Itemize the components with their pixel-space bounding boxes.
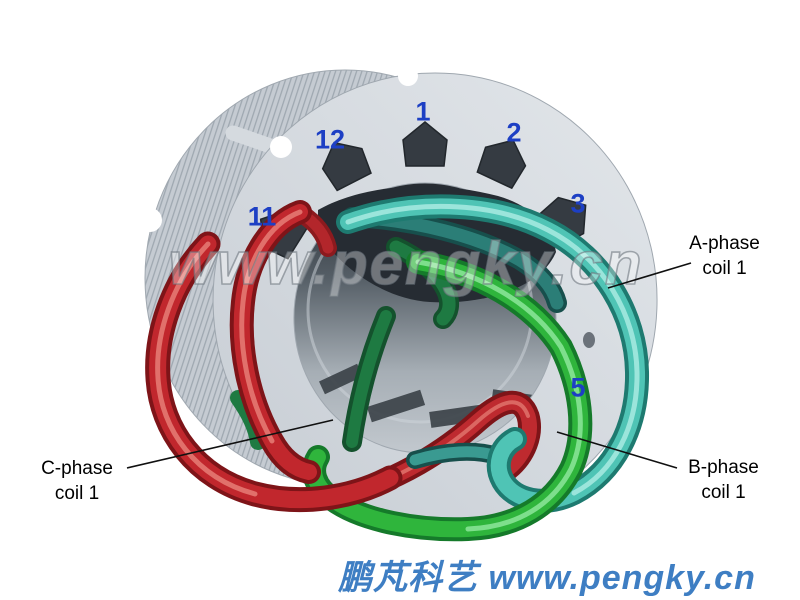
slot-number-2: 2: [506, 117, 522, 148]
label-b-phase-line1: B-phase: [688, 457, 759, 478]
label-a-phase-line1: A-phase: [689, 233, 760, 254]
label-a-phase-coil-1: A-phase coil 1: [662, 231, 787, 281]
slot-number-12: 12: [314, 124, 346, 155]
coil-c-phase: [145, 200, 403, 513]
label-b-phase-coil-1: B-phase coil 1: [661, 455, 786, 505]
rivet-hole-right: [583, 332, 595, 348]
leader-line-c-phase: [126, 419, 334, 469]
label-c-phase-line1: C-phase: [41, 458, 113, 479]
leader-line-a-phase: [607, 262, 692, 289]
label-c-phase-coil-1: C-phase coil 1: [7, 456, 147, 506]
slot-12: [321, 141, 372, 192]
slot-number-3: 3: [570, 188, 586, 219]
label-a-phase-line2: coil 1: [702, 258, 747, 279]
leader-lines: [126, 262, 692, 469]
leader-line-b-phase: [556, 431, 678, 469]
slot-2: [476, 139, 527, 190]
rim-notch-top: [398, 66, 418, 86]
rim-notch-upper-left: [270, 136, 292, 158]
slot-number-1: 1: [415, 96, 431, 127]
label-c-phase-line2: coil 1: [54, 483, 100, 504]
brand-footer-text: 鹏芃科艺 www.pengky.cn: [338, 559, 756, 597]
slot-1: [402, 121, 448, 167]
rim-notch-left: [138, 208, 162, 232]
watermark-text: www.pengky.cn: [169, 230, 644, 297]
coil-a-phase: [336, 194, 650, 513]
slot-number-5: 5: [570, 372, 586, 403]
slot-number-11: 11: [247, 201, 277, 232]
label-b-phase-line2: coil 1: [701, 482, 746, 503]
